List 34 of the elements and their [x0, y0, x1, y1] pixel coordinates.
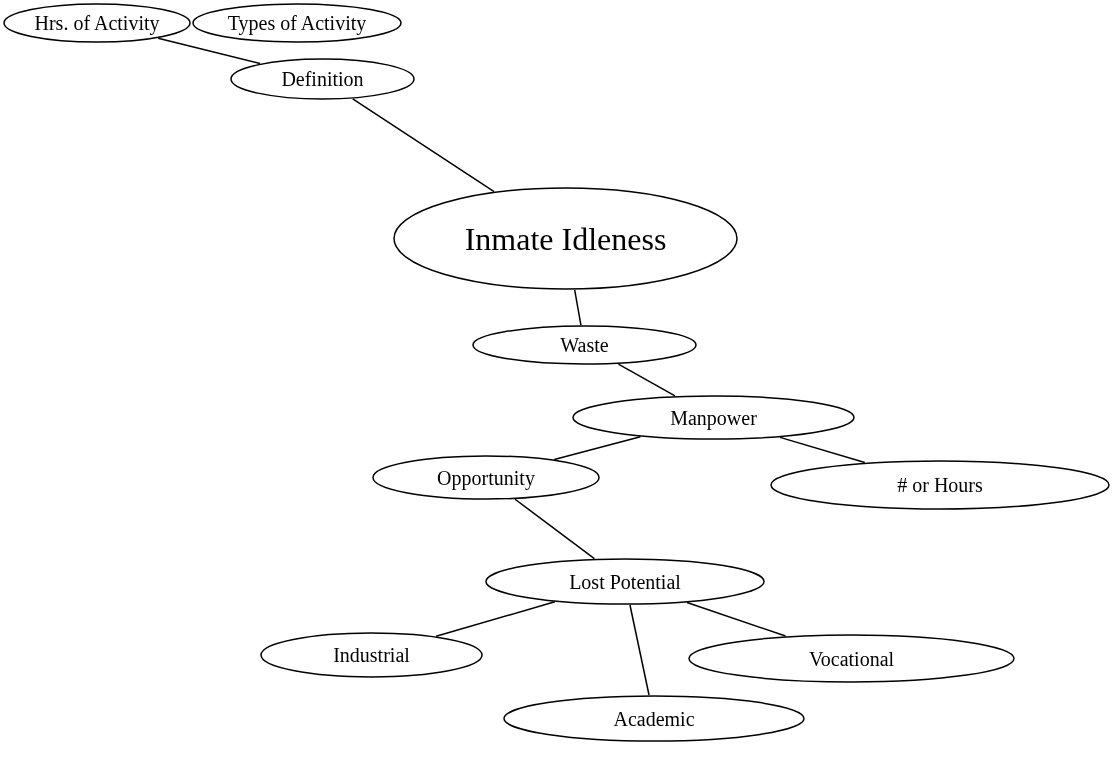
connector-line	[629, 604, 650, 696]
node-label: Academic	[613, 706, 695, 732]
concept-ellipse	[192, 3, 402, 43]
node-label: Definition	[281, 67, 364, 92]
connector-line	[686, 601, 787, 637]
connector-line	[514, 498, 596, 560]
node-label: Opportunity	[437, 465, 535, 492]
node-label: Vocational	[808, 646, 895, 672]
concept-ellipse	[485, 558, 765, 605]
node-label: Lost Potential	[569, 569, 681, 595]
connector-line	[573, 289, 582, 326]
node-label: Manpower	[670, 405, 757, 432]
concept-ellipse	[770, 460, 1110, 510]
node-label: Inmate Idleness	[464, 219, 667, 259]
connector-line	[435, 601, 556, 637]
connector-line	[352, 98, 495, 193]
node-label: Waste	[560, 333, 609, 358]
connector-line	[617, 363, 676, 397]
concept-ellipse	[230, 58, 415, 100]
concept-ellipse	[372, 455, 600, 500]
concept-ellipse	[472, 325, 697, 365]
node-label: Hrs. of Activity	[34, 11, 160, 37]
connector-line	[157, 37, 261, 65]
concept-ellipse	[3, 3, 191, 43]
concept-ellipse	[572, 395, 855, 440]
node-label: Industrial	[333, 643, 410, 668]
node-label: # or Hours	[897, 473, 983, 498]
concept-ellipse	[260, 632, 483, 678]
node-label: Types of Activity	[227, 11, 367, 37]
concept-ellipse	[393, 187, 738, 290]
connector-line	[553, 436, 642, 461]
connector-line	[779, 436, 866, 464]
concept-ellipse	[688, 634, 1015, 683]
concept-ellipse	[503, 695, 805, 742]
